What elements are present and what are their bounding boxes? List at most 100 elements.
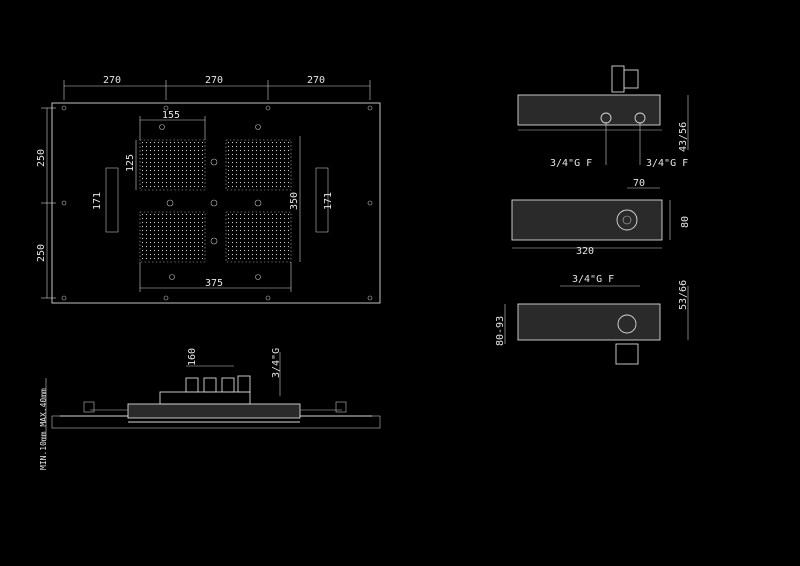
nozzle: [193, 145, 196, 148]
nozzle: [287, 213, 290, 216]
nozzle: [161, 177, 164, 180]
nozzle: [193, 245, 196, 248]
nozzle: [173, 245, 176, 248]
nozzle: [279, 141, 282, 144]
nozzle: [157, 169, 160, 172]
nozzle: [231, 257, 234, 260]
nozzle: [165, 169, 168, 172]
nozzle: [251, 257, 254, 260]
nozzle: [197, 145, 200, 148]
nozzle: [141, 249, 144, 252]
nozzle: [201, 221, 204, 224]
dim-width-segment-1: 270: [103, 75, 121, 86]
nozzle: [197, 253, 200, 256]
nozzle: [239, 233, 242, 236]
nozzle: [267, 181, 270, 184]
nozzle: [243, 141, 246, 144]
nozzle: [231, 233, 234, 236]
nozzle: [231, 145, 234, 148]
nozzle: [189, 165, 192, 168]
nozzle: [259, 177, 262, 180]
nozzle: [239, 169, 242, 172]
nozzle: [161, 249, 164, 252]
nozzle: [243, 225, 246, 228]
nozzle: [239, 229, 242, 232]
nozzle: [177, 149, 180, 152]
nozzle: [169, 213, 172, 216]
nozzle: [185, 213, 188, 216]
nozzle: [259, 181, 262, 184]
nozzle: [227, 213, 230, 216]
nozzle: [239, 161, 242, 164]
nozzle: [197, 233, 200, 236]
nozzle: [149, 177, 152, 180]
nozzle: [201, 185, 204, 188]
nozzle: [227, 185, 230, 188]
nozzle: [173, 233, 176, 236]
nozzle: [197, 221, 200, 224]
nozzle: [247, 185, 250, 188]
nozzle: [275, 233, 278, 236]
nozzle: [255, 253, 258, 256]
nozzle: [181, 161, 184, 164]
nozzle: [165, 165, 168, 168]
nozzle: [181, 169, 184, 172]
nozzle: [141, 217, 144, 220]
nozzle: [275, 161, 278, 164]
nozzle: [275, 177, 278, 180]
nozzle: [173, 185, 176, 188]
nozzle: [185, 225, 188, 228]
nozzle: [239, 181, 242, 184]
nozzle: [275, 165, 278, 168]
nozzle: [165, 249, 168, 252]
nozzle: [235, 177, 238, 180]
dim-inner-height: 350: [289, 192, 300, 210]
nozzle: [181, 241, 184, 244]
nozzle: [201, 237, 204, 240]
nozzle: [153, 185, 156, 188]
nozzle: [149, 245, 152, 248]
nozzle: [275, 185, 278, 188]
nozzle: [141, 221, 144, 224]
nozzle: [141, 157, 144, 160]
nozzle: [185, 229, 188, 232]
nozzle: [185, 153, 188, 156]
nozzle: [227, 173, 230, 176]
nozzle: [197, 177, 200, 180]
nozzle: [263, 253, 266, 256]
nozzle: [227, 225, 230, 228]
nozzle: [189, 161, 192, 164]
nozzle: [153, 177, 156, 180]
nozzle: [235, 173, 238, 176]
nozzle: [185, 233, 188, 236]
nozzle: [153, 237, 156, 240]
nozzle: [193, 177, 196, 180]
nozzle: [161, 229, 164, 232]
nozzle: [145, 173, 148, 176]
nozzle: [181, 229, 184, 232]
nozzle: [267, 185, 270, 188]
dim-side-light-right: 171: [323, 192, 334, 210]
nozzle: [193, 249, 196, 252]
nozzle: [197, 217, 200, 220]
nozzle: [165, 257, 168, 260]
nozzle: [185, 221, 188, 224]
nozzle: [161, 253, 164, 256]
nozzle: [287, 249, 290, 252]
nozzle: [263, 169, 266, 172]
nozzle: [193, 169, 196, 172]
nozzle: [185, 237, 188, 240]
nozzle: [263, 161, 266, 164]
nozzle: [193, 237, 196, 240]
nozzle: [255, 181, 258, 184]
nozzle: [189, 213, 192, 216]
nozzle: [153, 213, 156, 216]
nozzle: [255, 141, 258, 144]
nozzle: [255, 153, 258, 156]
nozzle: [177, 161, 180, 164]
nozzle: [157, 253, 160, 256]
nozzle: [259, 257, 262, 260]
nozzle: [189, 153, 192, 156]
nozzle: [239, 241, 242, 244]
nozzle: [165, 233, 168, 236]
